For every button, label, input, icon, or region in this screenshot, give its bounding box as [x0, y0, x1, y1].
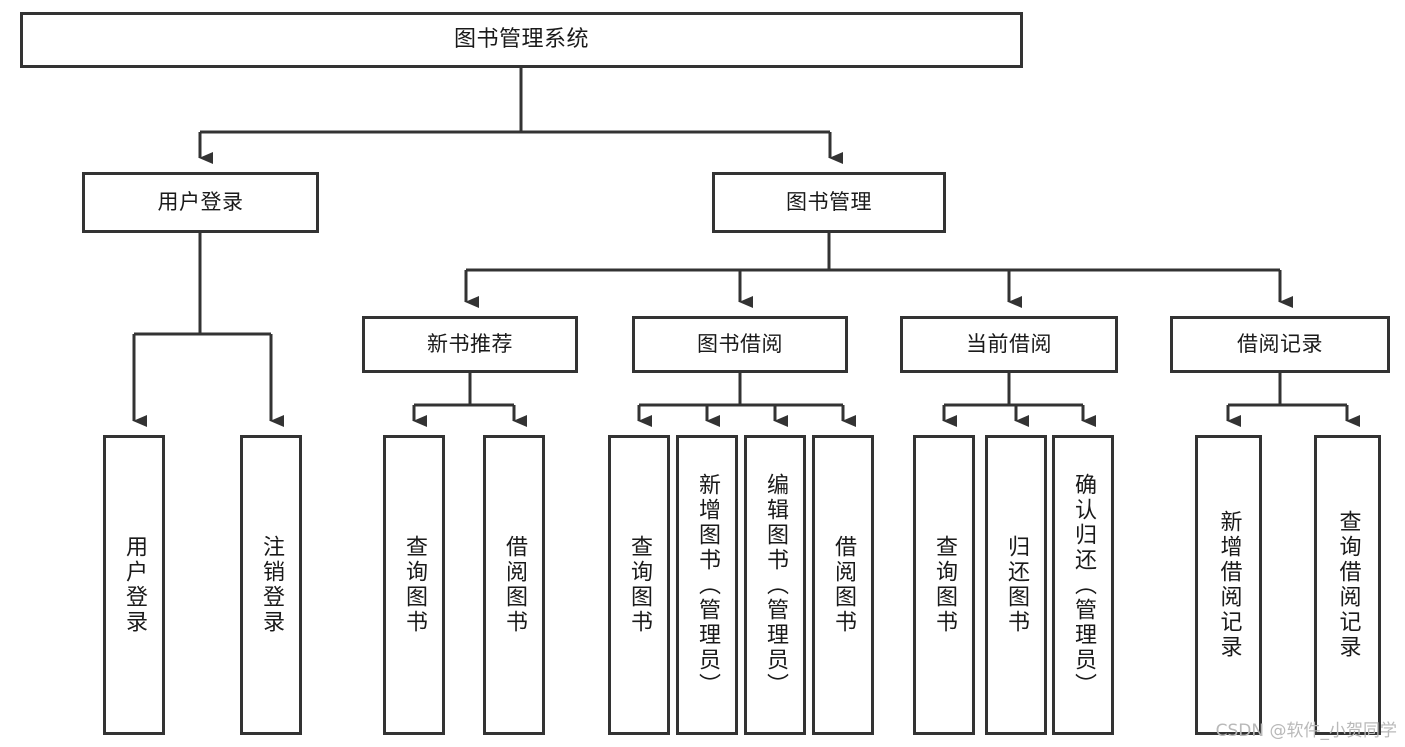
node-leaf-borrow-book-1[interactable]: 借阅图书: [483, 435, 545, 735]
node-leaf-add-borrow-record[interactable]: 新增借阅记录: [1195, 435, 1262, 735]
node-leaf-logout-login[interactable]: 注销登录: [240, 435, 302, 735]
node-book-manage-label: 图书管理: [786, 189, 872, 214]
node-leaf-return-book-label: 归还图书: [1004, 535, 1029, 635]
node-leaf-edit-book-admin-label: 编辑图书（管理员）: [763, 472, 788, 698]
node-root-system[interactable]: 图书管理系统: [20, 12, 1023, 68]
node-current-borrow-label: 当前借阅: [966, 331, 1052, 356]
node-leaf-add-borrow-record-label: 新增借阅记录: [1216, 510, 1242, 660]
node-leaf-user-login[interactable]: 用户登录: [103, 435, 165, 735]
node-leaf-user-login-label: 用户登录: [122, 535, 147, 635]
node-leaf-logout-login-label: 注销登录: [259, 535, 284, 635]
node-book-manage[interactable]: 图书管理: [712, 172, 946, 233]
node-user-login[interactable]: 用户登录: [82, 172, 319, 233]
node-leaf-confirm-return-label: 确认归还（管理员）: [1071, 472, 1096, 698]
node-root-label: 图书管理系统: [453, 26, 589, 52]
node-leaf-add-book-admin-label: 新增图书（管理员）: [695, 472, 720, 698]
node-leaf-return-book[interactable]: 归还图书: [985, 435, 1047, 735]
node-leaf-query-borrow-record[interactable]: 查询借阅记录: [1314, 435, 1381, 735]
node-leaf-edit-book-admin[interactable]: 编辑图书（管理员）: [744, 435, 806, 735]
node-new-book-recommend-label: 新书推荐: [427, 331, 513, 356]
node-leaf-borrow-book-2-label: 借阅图书: [831, 535, 856, 635]
node-leaf-query-book-2-label: 查询图书: [627, 535, 652, 635]
node-book-borrow-label: 图书借阅: [697, 331, 783, 356]
node-leaf-query-book-1-label: 查询图书: [402, 535, 427, 635]
node-leaf-add-book-admin[interactable]: 新增图书（管理员）: [676, 435, 738, 735]
node-user-login-label: 用户登录: [157, 189, 244, 214]
node-leaf-borrow-book-1-label: 借阅图书: [502, 535, 527, 635]
node-leaf-query-book-2[interactable]: 查询图书: [608, 435, 670, 735]
node-leaf-query-book-3[interactable]: 查询图书: [913, 435, 975, 735]
node-leaf-borrow-book-2[interactable]: 借阅图书: [812, 435, 874, 735]
node-leaf-query-book-1[interactable]: 查询图书: [383, 435, 445, 735]
node-new-book-recommend[interactable]: 新书推荐: [362, 316, 578, 373]
node-borrow-record-label: 借阅记录: [1237, 331, 1323, 356]
node-book-borrow[interactable]: 图书借阅: [632, 316, 848, 373]
node-current-borrow[interactable]: 当前借阅: [900, 316, 1118, 373]
node-borrow-record[interactable]: 借阅记录: [1170, 316, 1390, 373]
node-leaf-confirm-return[interactable]: 确认归还（管理员）: [1052, 435, 1114, 735]
csdn-watermark: CSDN @软件_小贺同学: [1215, 721, 1397, 741]
node-leaf-query-book-3-label: 查询图书: [932, 535, 957, 635]
node-leaf-query-borrow-record-label: 查询借阅记录: [1335, 510, 1361, 660]
